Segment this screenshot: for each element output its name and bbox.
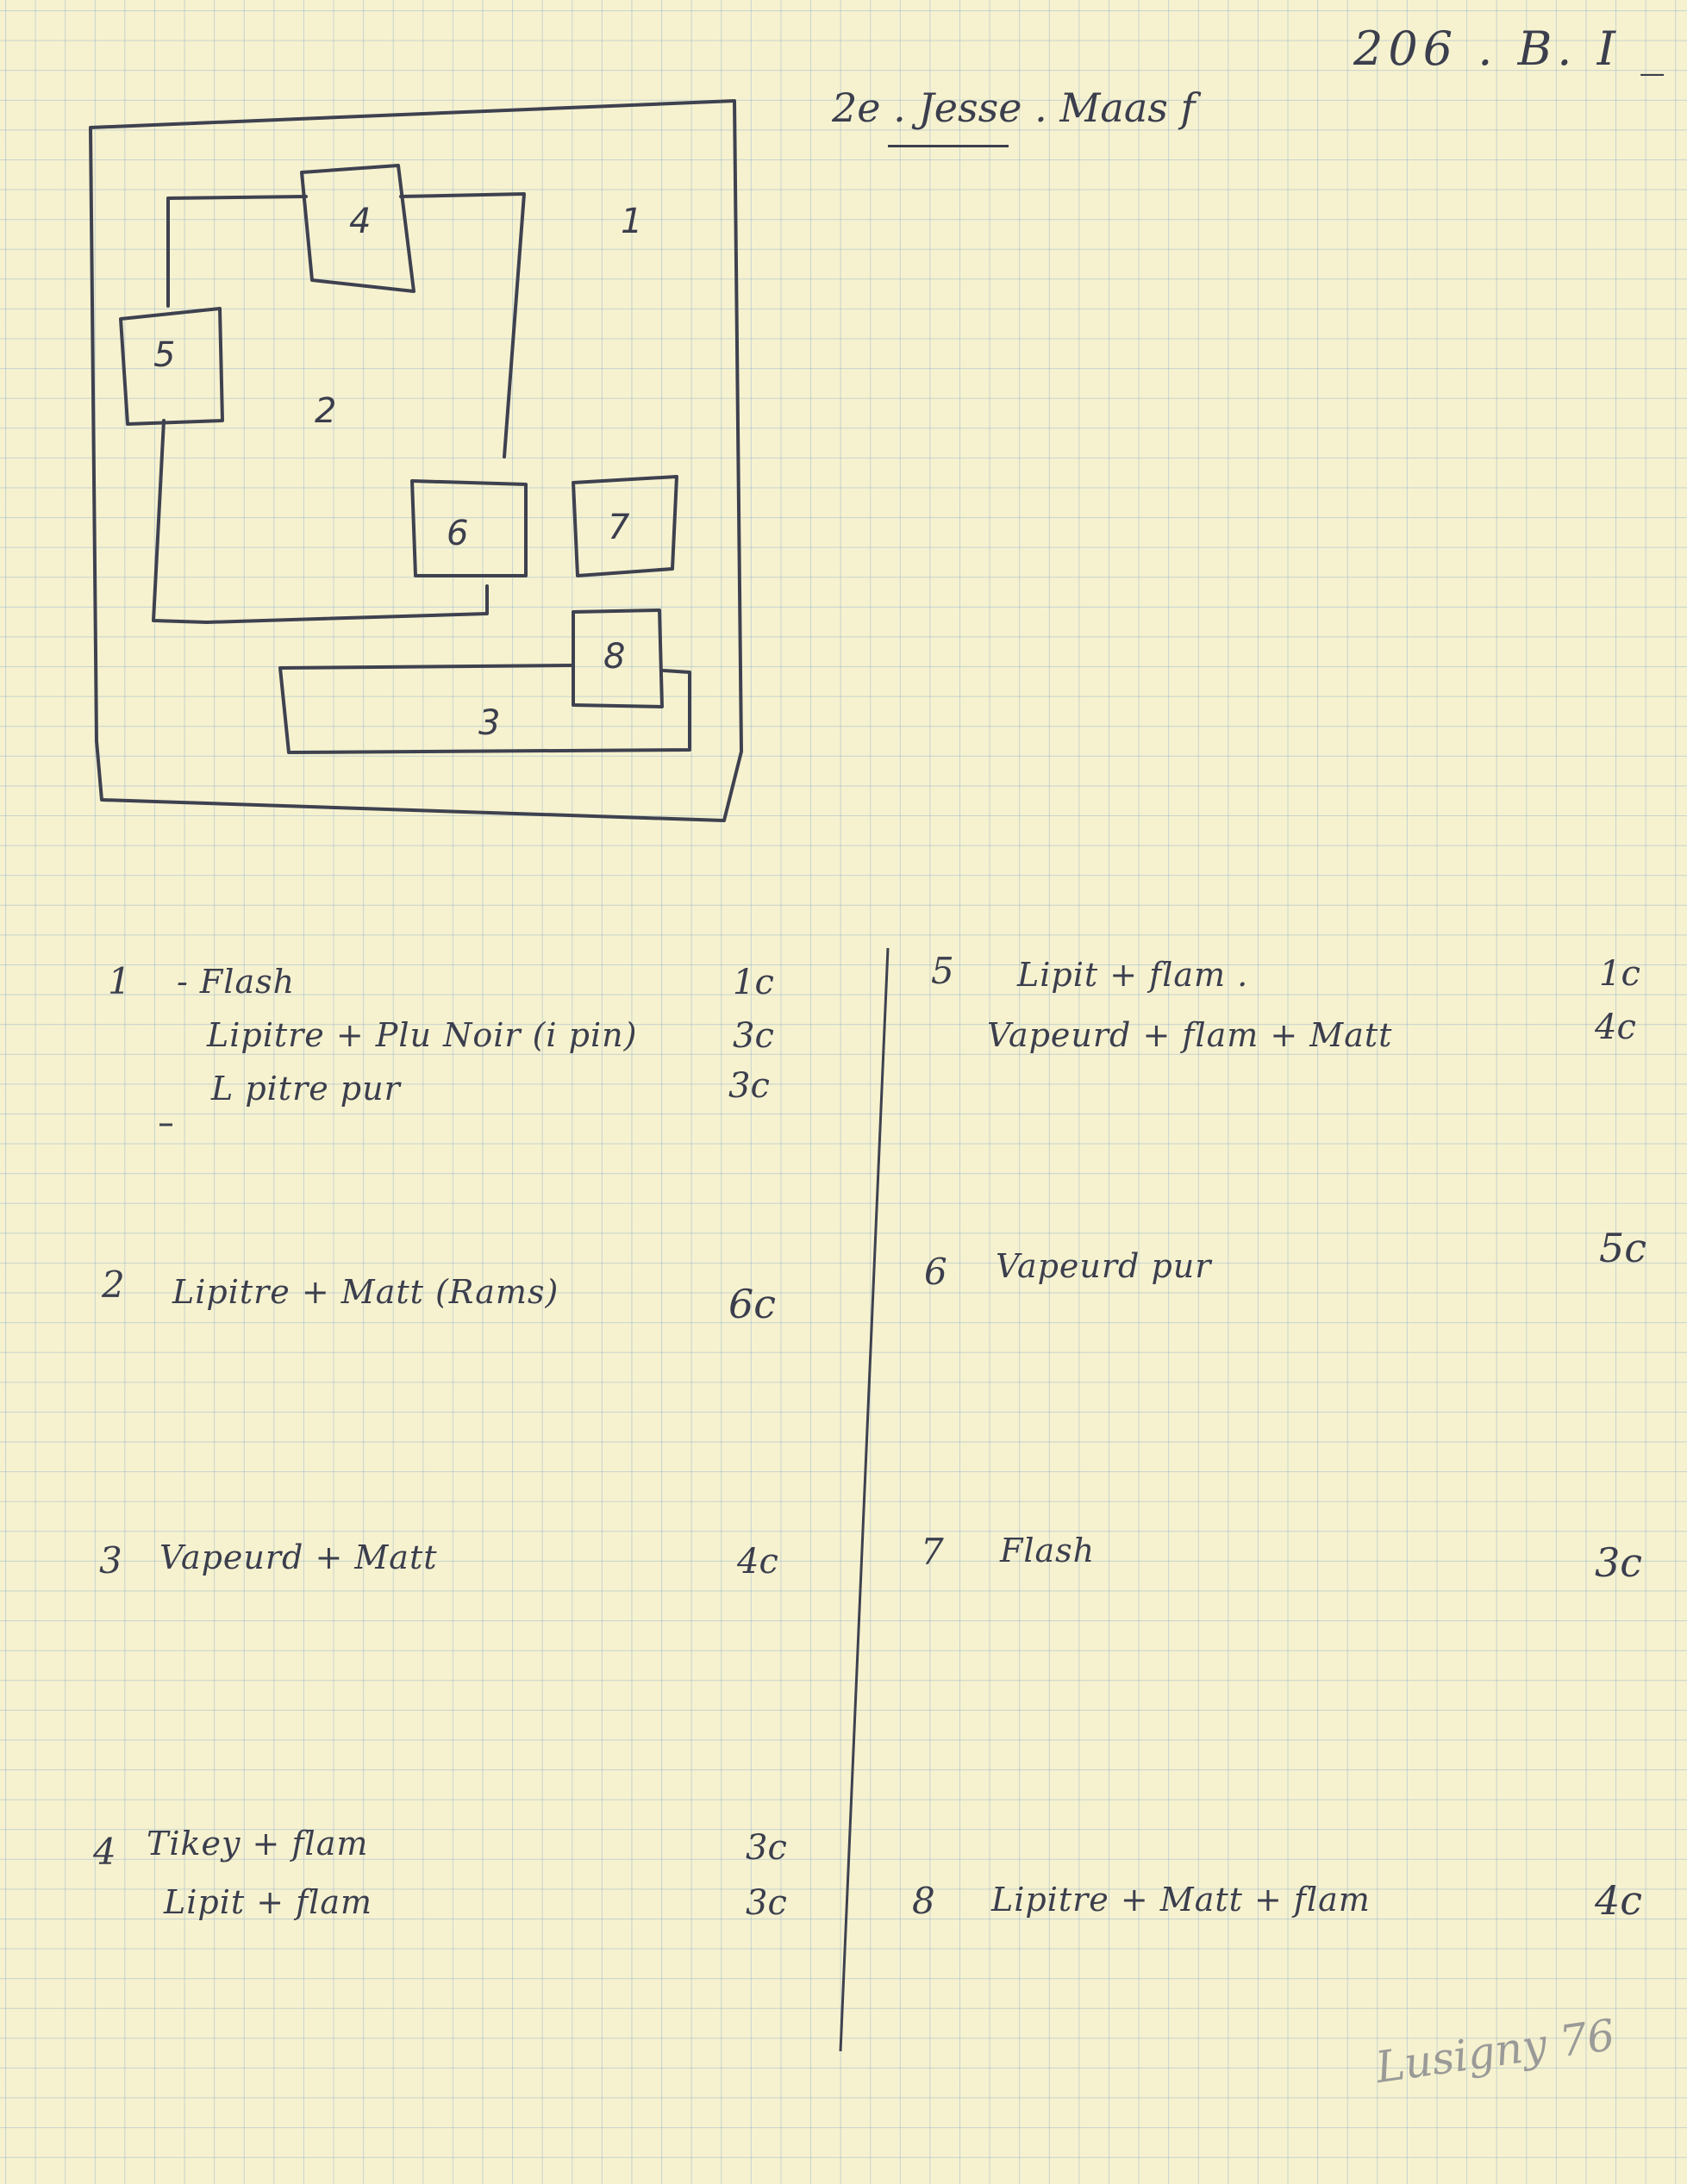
document-reference: 206 . B. I _ — [1353, 22, 1670, 76]
entry-number: 5 — [931, 950, 954, 992]
entry-quantity: 1c — [1599, 954, 1640, 994]
room-label-1: 1 — [621, 202, 642, 241]
room-6-box — [410, 479, 528, 577]
room-7-box — [572, 475, 678, 577]
entry-number: 7 — [921, 1531, 944, 1573]
room-2-wall-right — [399, 192, 526, 459]
room-4-box — [300, 164, 416, 293]
entry-text: Lipitre + Matt + flam — [991, 1881, 1371, 1919]
entry-quantity: 3c — [746, 1828, 787, 1868]
room-2-wall-bottom — [152, 419, 489, 624]
room-label-4: 4 — [349, 202, 371, 241]
entry-number: 2 — [102, 1264, 125, 1306]
room-label-6: 6 — [447, 514, 468, 553]
entry-number: 3 — [99, 1539, 122, 1582]
entry-quantity: 3c — [728, 1066, 770, 1106]
room-2-wall-top-left — [166, 195, 308, 308]
room-label-5: 5 — [153, 335, 175, 375]
entry-text: L pitre pur — [211, 1070, 401, 1108]
entry-quantity: 6c — [728, 1281, 777, 1327]
entry-number: 8 — [912, 1880, 935, 1922]
entry-number: 6 — [924, 1251, 947, 1293]
entry-text: Vapeurd pur — [996, 1247, 1212, 1285]
entry-text: Flash — [1000, 1532, 1096, 1569]
room-3-box — [278, 664, 691, 754]
entry-text: Lipitre + Plu Noir (i pin) — [207, 1016, 638, 1054]
room-label-2: 2 — [315, 391, 336, 431]
entry-text: Lipitre + Matt (Rams) — [172, 1273, 559, 1311]
entry-quantity: 4c — [737, 1542, 778, 1582]
entry-quantity: 1c — [733, 963, 774, 1002]
entry-text: Vapeurd + flam + Matt — [987, 1016, 1393, 1054]
entry-quantity: 3c — [733, 1016, 774, 1056]
entry-quantity: 5c — [1599, 1225, 1647, 1271]
column-divider — [839, 947, 890, 2052]
entry-quantity: 3c — [746, 1883, 787, 1923]
entry-quantity: 4c — [1595, 1008, 1636, 1047]
room-label-7: 7 — [608, 508, 630, 547]
outer-wall — [89, 99, 743, 822]
room-5-box — [119, 307, 224, 426]
room-label-8: 8 — [603, 637, 625, 677]
entry-text: Vapeurd + Matt — [159, 1538, 438, 1576]
entry-quantity: 4c — [1595, 1877, 1643, 1924]
entry-text: Lipit + flam — [164, 1883, 373, 1921]
entry-text: Lipit + flam . — [1017, 956, 1249, 994]
room-8-box — [572, 608, 664, 708]
entry-quantity: 3c — [1595, 1539, 1643, 1586]
entry-number: 1 — [108, 960, 131, 1002]
document-title: 2e . Jesse . Maas f — [832, 84, 1196, 131]
entry-text: - Flash — [177, 963, 296, 1001]
entry-text: Tikey + flam — [147, 1825, 369, 1863]
room-label-3: 3 — [478, 703, 500, 743]
entry-number: 4 — [93, 1831, 116, 1873]
title-underline — [888, 145, 1009, 147]
